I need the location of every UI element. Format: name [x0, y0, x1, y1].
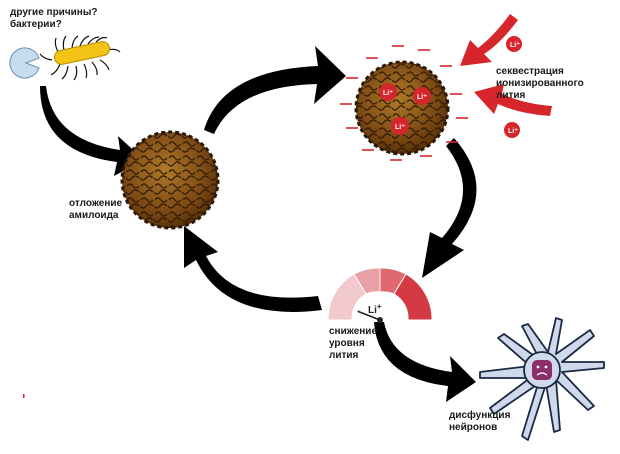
li-ion-label: Li⁺ [508, 128, 518, 135]
arrow-sequestration-to-lithium-drop [422, 138, 477, 278]
pathogen-icon [9, 47, 40, 79]
amyloid-label: отложение амилоида [69, 198, 123, 221]
negative-charges [340, 45, 468, 161]
li-ion-label: Li⁺ [395, 124, 405, 131]
sequestration-arrows [460, 14, 552, 116]
sad-nucleus-icon [532, 360, 552, 380]
lithium-ions: Li⁺ Li⁺ Li⁺ Li⁺ Li⁺ [379, 36, 522, 138]
stray-mark [23, 394, 25, 398]
lithium-gauge [327, 267, 433, 323]
li-ion-label: Li⁺ [417, 94, 427, 101]
red-arrow-upper [460, 14, 518, 66]
lithium-ion-free-1: Li⁺ [506, 36, 522, 52]
gauge-needle [357, 310, 381, 321]
other-causes-label: другие причины? бактерии? [10, 7, 98, 30]
li-ion-label: Li⁺ [383, 90, 393, 97]
bacterium-icon [39, 35, 121, 81]
red-arrow-lower [474, 84, 552, 116]
li-ion-label: Li⁺ [510, 42, 520, 49]
amyloid-plaque [120, 130, 220, 230]
arrow-causes-to-amyloid [40, 86, 144, 176]
lithium-ion-bound-1: Li⁺ [379, 83, 397, 101]
sequestration-label: секвестрация ионизированного лития [496, 66, 584, 101]
cycle-arrows [40, 46, 477, 402]
arrow-amyloid-to-sequestration [204, 46, 346, 134]
arrow-lithium-drop-to-amyloid [184, 226, 322, 312]
gauge-lithium-symbol: Li+ [368, 302, 382, 316]
lithium-drop-label: снижение уровня лития [329, 326, 378, 361]
lithium-ion-bound-3: Li⁺ [391, 117, 409, 135]
neuron-dysfunction-label: дисфункция нейронов [449, 410, 511, 433]
amyloid-plaque-with-lithium [354, 60, 450, 156]
arrow-lithium-drop-to-neurons [374, 322, 476, 402]
lithium-ion-bound-2: Li⁺ [413, 87, 431, 105]
lithium-ion-free-2: Li⁺ [504, 122, 520, 138]
